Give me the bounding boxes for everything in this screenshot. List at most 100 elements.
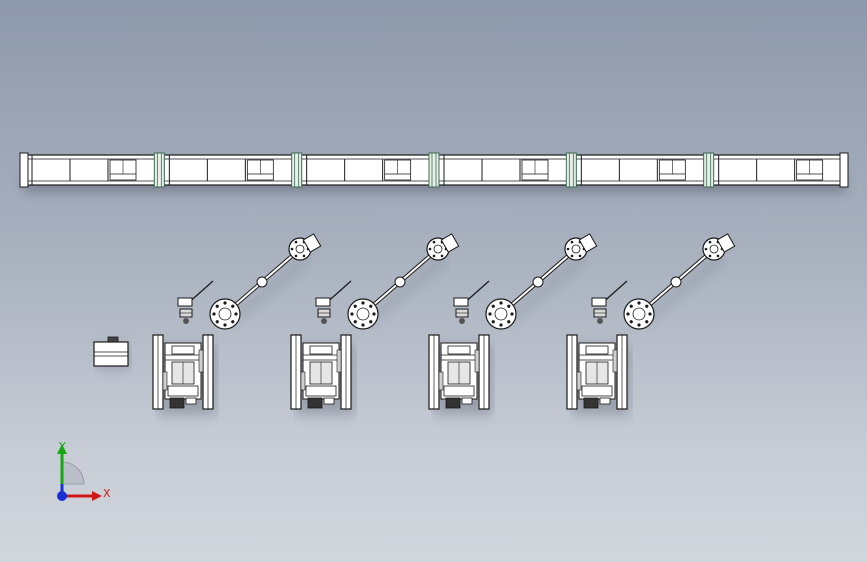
- arm-head-motor: [440, 233, 460, 253]
- arm-elbow-joint: [394, 276, 406, 288]
- rail-joint: [291, 152, 303, 188]
- rail-joint: [428, 152, 440, 188]
- arm-base-bolt: [629, 320, 633, 324]
- rail-joint: [565, 152, 577, 188]
- arm-tool-tip: [597, 318, 603, 324]
- arm-head-bolt: [432, 254, 436, 258]
- arm-base-bolt: [629, 304, 633, 308]
- arm-base-bolt: [369, 304, 373, 308]
- arm-base-bolt: [507, 304, 511, 308]
- arm-base-bolt: [234, 312, 238, 316]
- rail-end-right: [839, 152, 849, 188]
- press-station: [290, 334, 354, 415]
- arm-shadow: [368, 255, 448, 323]
- arm-base-bolt: [372, 312, 376, 316]
- arm-base-bolt: [488, 312, 492, 316]
- arm-base-bolt: [510, 312, 514, 316]
- arm-head-bolt: [566, 247, 570, 251]
- robot-arms[interactable]: [177, 233, 736, 330]
- rail-joint: [153, 152, 165, 188]
- arm-base-bolt: [637, 301, 641, 305]
- robot-arm: [453, 233, 598, 330]
- arm-head-hub: [571, 244, 581, 254]
- arm-head-bolt: [716, 254, 720, 258]
- arm-tool-body: [177, 297, 193, 307]
- arm-head-hub: [295, 244, 305, 254]
- press-stations[interactable]: [152, 334, 630, 415]
- station-top-block: [447, 345, 471, 355]
- station-base-block: [305, 385, 337, 397]
- arm-head-motor: [302, 233, 322, 253]
- arm-base-bolt: [223, 301, 227, 305]
- station-motor-cap: [461, 397, 473, 405]
- station-base-block: [167, 385, 199, 397]
- arm-base-bolt: [361, 323, 365, 327]
- arm-base-bolt: [626, 312, 630, 316]
- arm-head-bolt: [578, 254, 582, 258]
- rail-end-left: [19, 152, 29, 188]
- z-origin-icon: [57, 491, 67, 501]
- station-side-detail: [576, 371, 582, 391]
- conveyor-rail[interactable]: [19, 152, 849, 192]
- arm-tool-body: [315, 297, 331, 307]
- arm-shadow: [230, 255, 310, 323]
- arm-base-bolt: [350, 312, 354, 316]
- arm-head-hub: [709, 244, 719, 254]
- triad-plane-icon: [61, 461, 85, 485]
- station-motor: [583, 397, 599, 409]
- arm-base-bolt: [231, 304, 235, 308]
- station-side-detail: [162, 371, 168, 391]
- arm-base-bolt: [648, 312, 652, 316]
- arm-base-bolt: [231, 320, 235, 324]
- arm-head-bolt: [704, 247, 708, 251]
- rail-joint: [703, 152, 715, 188]
- station-top-block: [585, 345, 609, 355]
- arm-head-motor: [578, 233, 598, 253]
- arm-base-bolt: [353, 304, 357, 308]
- arm-base-bolt: [215, 304, 219, 308]
- box-body: [93, 341, 129, 367]
- arm-tool-body: [453, 297, 469, 307]
- station-base-block: [443, 385, 475, 397]
- station-side-detail: [198, 349, 204, 373]
- station-motor: [169, 397, 185, 409]
- arm-head-bolt: [708, 240, 712, 244]
- arm-head-bolt: [570, 240, 574, 244]
- arm-base-bolt: [499, 301, 503, 305]
- robot-arm: [315, 233, 460, 330]
- arm-head-motor: [716, 233, 736, 253]
- arm-shadow: [644, 255, 724, 323]
- y-arrow-icon: [57, 444, 67, 454]
- station-side-detail: [612, 349, 618, 373]
- press-station: [566, 334, 630, 415]
- station-motor-cap: [323, 397, 335, 405]
- station-side-detail: [438, 371, 444, 391]
- arm-base-hub: [494, 307, 508, 321]
- arm-base-hub: [632, 307, 646, 321]
- arm-tool-tip: [459, 318, 465, 324]
- arm-tool-tip: [321, 318, 327, 324]
- station-side-detail: [336, 349, 342, 373]
- arm-base-bolt: [215, 320, 219, 324]
- station-motor: [445, 397, 461, 409]
- arm-head-bolt: [294, 240, 298, 244]
- x-axis-label: X: [103, 487, 111, 500]
- station-side-detail: [474, 349, 480, 373]
- robot-arm: [177, 233, 322, 330]
- arm-head-bolt: [432, 240, 436, 244]
- arm-base-bolt: [353, 320, 357, 324]
- arm-base-bolt: [507, 320, 511, 324]
- arm-base-bolt: [645, 304, 649, 308]
- arm-elbow-joint: [670, 276, 682, 288]
- arm-base-bolt: [499, 323, 503, 327]
- box-handle: [107, 336, 119, 343]
- arm-tool-body: [591, 297, 607, 307]
- press-station: [428, 334, 492, 415]
- arm-head-bolt: [440, 254, 444, 258]
- arm-head-bolt: [570, 254, 574, 258]
- station-side-detail: [300, 371, 306, 391]
- control-box[interactable]: [93, 336, 130, 368]
- arm-base-bolt: [645, 320, 649, 324]
